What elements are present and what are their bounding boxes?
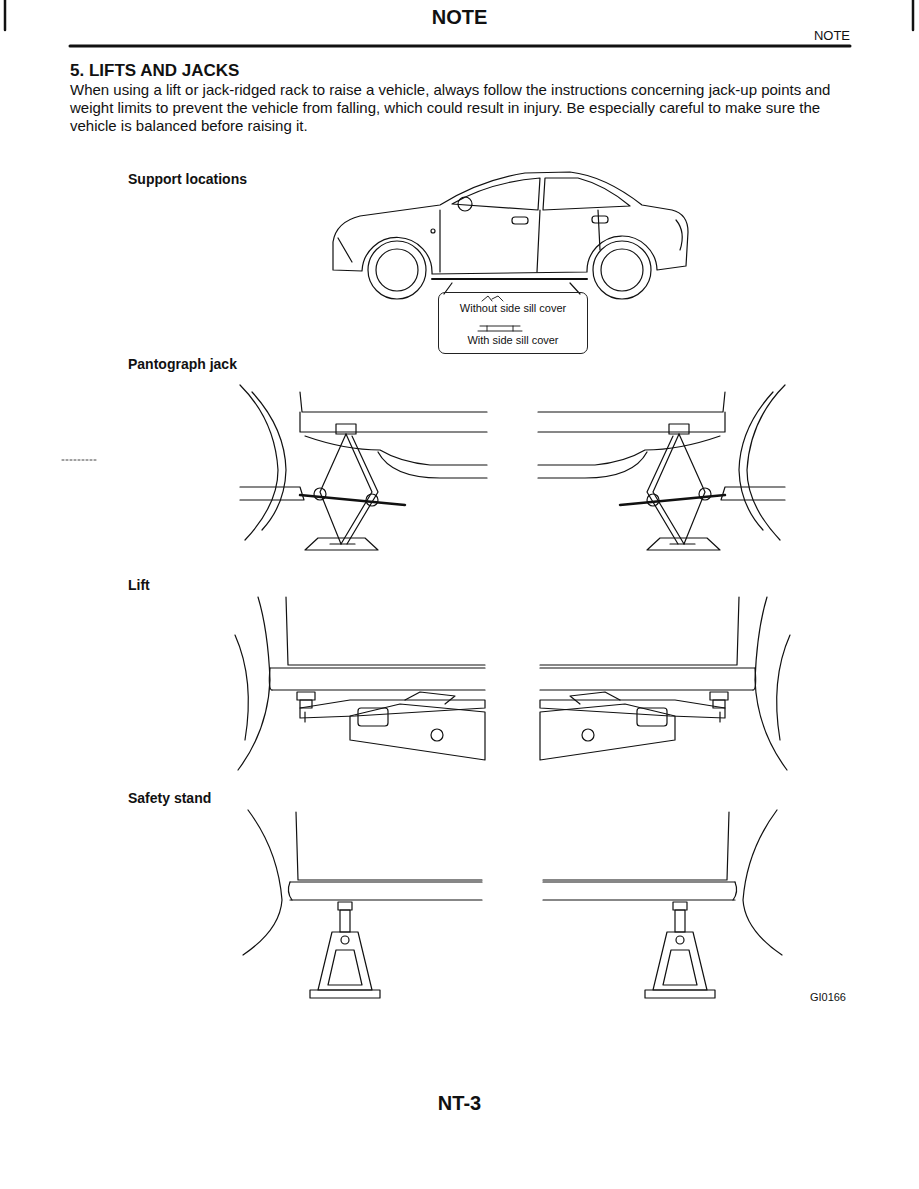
figure-label: Pantograph jack (128, 356, 237, 372)
lift-figure (235, 597, 790, 770)
page-number: NT-3 (0, 1092, 919, 1115)
body-paragraph: When using a lift or jack-ridged rack to… (70, 81, 852, 135)
car-side-view (333, 172, 688, 331)
page-header: NOTE (0, 6, 919, 29)
scan-mark (62, 460, 98, 461)
running-header: NOTE (814, 28, 850, 43)
callout-text: Without side sill cover (439, 302, 587, 315)
section-heading: 5. LIFTS AND JACKS (70, 61, 239, 81)
figure-label: Safety stand (128, 790, 211, 806)
callout-text: With side sill cover (439, 334, 587, 347)
header-rule (70, 45, 850, 48)
margin-bar (4, 0, 7, 30)
figure-code: GI0166 (810, 991, 846, 1003)
figure-label: Lift (128, 577, 150, 593)
callout-box: Without side sill coverWith side sill co… (438, 292, 588, 354)
pantograph-jack-figure (240, 385, 785, 550)
figure-label: Support locations (128, 171, 247, 187)
margin-bar (912, 0, 915, 30)
safety-stand-figure (243, 810, 782, 998)
